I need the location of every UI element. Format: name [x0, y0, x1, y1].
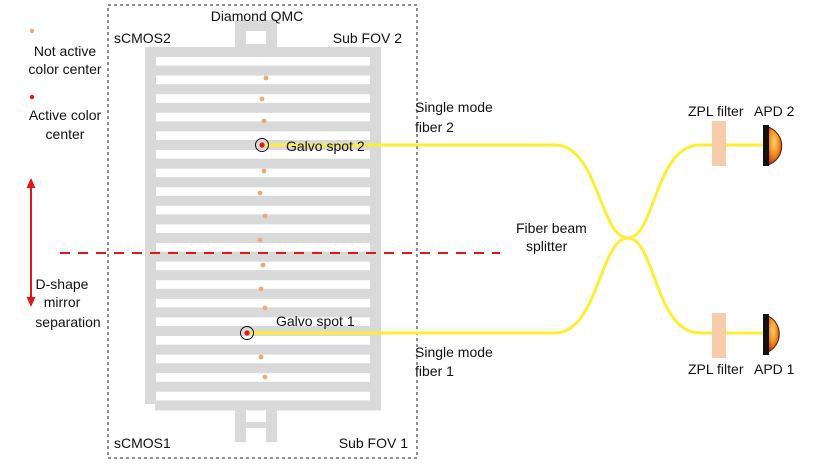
- splitter-label-line1: Fiber beam: [516, 220, 587, 236]
- color-center-inactive: [262, 374, 268, 380]
- legend-inactive-marker: [29, 28, 35, 34]
- color-center-inactive: [259, 96, 265, 102]
- galvo-spot-1-center: [244, 330, 250, 336]
- galvo-spot-2-label: Galvo spot 2: [286, 138, 365, 154]
- galvo-spot-1-label: Galvo spot 1: [276, 313, 355, 329]
- qmc-left-rail: [145, 47, 156, 404]
- fiber-out-2: [627, 143, 765, 240]
- zpl-filter-2-label: ZPL filter: [688, 103, 744, 119]
- sub-fov-2-label: Sub FOV 2: [333, 30, 402, 46]
- fiber-out-1: [627, 236, 765, 335]
- qmc-bar: [145, 195, 371, 206]
- qmc-bar: [155, 363, 381, 374]
- qmc-bar: [145, 158, 371, 169]
- qmc-bar: [145, 381, 371, 392]
- galvo-spot-1-ring: [240, 326, 254, 340]
- qmc-bar: [145, 121, 371, 132]
- zpl-filter-2: [712, 121, 726, 166]
- qmc-bar: [155, 214, 381, 225]
- fiber-2: [262, 143, 629, 240]
- mirror-label-line2: mirror: [44, 294, 81, 310]
- legend-active-marker: [29, 94, 35, 100]
- color-center-inactive: [260, 262, 266, 268]
- qmc-bar: [155, 326, 381, 336]
- scmos2-label: sCMOS2: [114, 30, 171, 46]
- fiber-2-label-line2: fiber 2: [415, 119, 454, 135]
- color-center-inactive: [257, 237, 263, 243]
- apd-1-label: APD 1: [754, 361, 795, 377]
- color-center-inactive: [261, 168, 267, 174]
- splitter-label-line2: splitter: [526, 238, 568, 254]
- fiber-1-label-line1: Single mode: [415, 344, 493, 360]
- color-centers: [257, 75, 269, 380]
- fiber-paths: [247, 143, 765, 335]
- color-center-inactive: [261, 118, 267, 124]
- color-center-inactive: [258, 286, 264, 292]
- qmc-bottom-connector-hole-lower: [246, 428, 266, 442]
- qmc-bar: [145, 84, 371, 95]
- apd-2-label: APD 2: [754, 103, 795, 119]
- diamond-qmc-structure: [145, 20, 381, 442]
- legend-inactive-label-line1: Not active: [34, 43, 96, 59]
- scmos1-label: sCMOS1: [114, 435, 171, 451]
- diamond-qmc-label: Diamond QMC: [211, 8, 304, 24]
- mirror-label-line3: separation: [35, 314, 100, 330]
- mirror-separation-arrow: [26, 178, 36, 307]
- mirror-label-line1: D-shape: [36, 276, 89, 292]
- color-center-inactive: [262, 305, 268, 311]
- zpl-filter-1-label: ZPL filter: [688, 361, 744, 377]
- qmc-right-rail: [370, 47, 381, 404]
- color-center-inactive: [262, 213, 268, 219]
- qmc-bar: [145, 344, 371, 355]
- color-center-inactive: [257, 190, 263, 196]
- qmc-bar: [155, 177, 381, 188]
- legend-active-label-line2: center: [46, 126, 85, 142]
- fiber-2-label-line1: Single mode: [415, 99, 493, 115]
- qmc-bar: [145, 47, 371, 57]
- sub-fov-1-label: Sub FOV 1: [339, 435, 408, 451]
- legend-inactive-label-line2: color center: [28, 61, 101, 77]
- qmc-bar: [145, 307, 371, 318]
- color-center-inactive: [258, 354, 264, 360]
- legend-active-label-line1: Active color: [29, 107, 102, 123]
- qmc-bottom-connector-hole-upper: [246, 410, 266, 422]
- qmc-bar: [145, 270, 371, 281]
- fiber-1-label-line2: fiber 1: [415, 363, 454, 379]
- galvo-spot-2-center: [259, 142, 265, 148]
- qmc-bar: [155, 400, 381, 411]
- qmc-bar: [155, 102, 381, 113]
- qmc-bar: [145, 233, 371, 243]
- qmc-top-connector-hole: [246, 31, 266, 44]
- apd-1-detector: [763, 314, 780, 355]
- fiber-1: [247, 236, 629, 335]
- fov-frame: [107, 4, 418, 459]
- zpl-filter-1: [712, 313, 726, 358]
- apd-2-detector: [763, 125, 783, 166]
- qmc-bar: [155, 65, 381, 76]
- qmc-bar: [155, 288, 381, 299]
- qmc-bar: [155, 251, 381, 262]
- galvo-spot-2-ring: [255, 138, 269, 152]
- color-center-inactive: [263, 75, 269, 81]
